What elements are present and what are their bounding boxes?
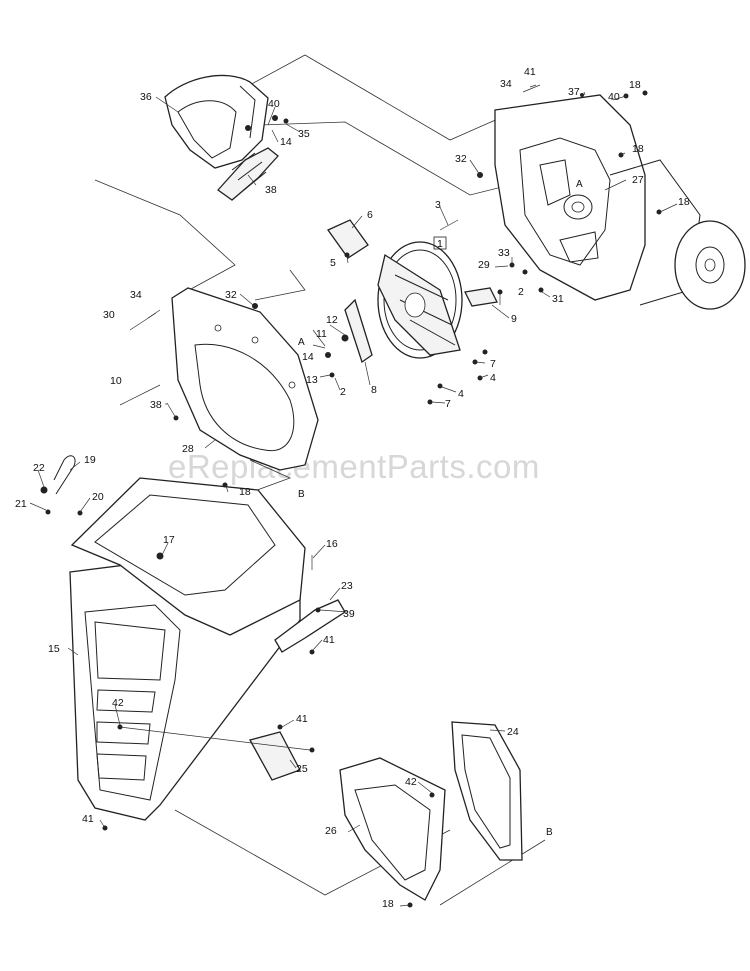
callout-24: 24 <box>507 726 519 738</box>
part-36-cover <box>164 74 269 169</box>
callout-41d: 41 <box>82 813 94 825</box>
callout-37: 37 <box>568 86 580 98</box>
callout-39: 39 <box>343 608 355 620</box>
callout-35: 35 <box>298 128 310 140</box>
callout-A-right: A <box>576 179 583 190</box>
callout-3: 3 <box>435 199 441 211</box>
callout-4a: 4 <box>490 372 496 384</box>
callout-41: 41 <box>524 66 536 78</box>
callout-25: 25 <box>296 763 308 775</box>
callout-14b: 14 <box>302 351 314 363</box>
callout-5: 5 <box>330 257 336 269</box>
callout-30: 30 <box>103 309 115 321</box>
callout-41c: 41 <box>296 713 308 725</box>
callout-B-top: B <box>298 489 305 500</box>
callout-28: 28 <box>182 443 194 455</box>
part-27-housing <box>494 94 746 310</box>
callout-9: 9 <box>511 313 517 325</box>
part-8-paddle <box>344 298 373 364</box>
callout-leaders <box>29 84 678 907</box>
callout-27: 27 <box>632 174 644 186</box>
callout-18b: 18 <box>632 143 644 155</box>
callout-40b: 40 <box>608 91 620 103</box>
callout-16: 16 <box>326 538 338 550</box>
part-26-chute <box>339 757 446 901</box>
callout-10: 10 <box>110 375 122 387</box>
callout-18a: 18 <box>629 79 641 91</box>
callout-31: 31 <box>552 293 564 305</box>
callout-6: 6 <box>367 209 373 221</box>
callout-18c: 18 <box>678 196 690 208</box>
callout-42b: 42 <box>405 776 417 788</box>
callout-41b: 41 <box>323 634 335 646</box>
callout-36: 36 <box>140 91 152 103</box>
callout-17: 17 <box>163 534 175 546</box>
callout-8: 8 <box>371 384 377 396</box>
callout-2b: 2 <box>340 386 346 398</box>
callout-11: 11 <box>316 328 327 340</box>
callout-7a: 7 <box>490 358 496 370</box>
part-1-impeller <box>377 241 463 359</box>
callout-32a: 32 <box>455 153 467 165</box>
callout-34b: 34 <box>130 289 142 301</box>
part-38-bracket <box>217 147 279 201</box>
part-9-plate <box>464 287 498 307</box>
callout-19: 19 <box>84 454 96 466</box>
part-28-housing <box>171 287 319 471</box>
callout-labels: 36 40 14 35 38 34 41 37 40 18 32 18 A 27… <box>15 66 690 910</box>
callout-1: 1 <box>437 238 443 250</box>
callout-13: 13 <box>306 374 318 386</box>
hardware-fasteners <box>40 84 662 908</box>
part-6-blade <box>327 219 369 259</box>
callout-22: 22 <box>33 462 45 474</box>
callout-18d: 18 <box>239 486 251 498</box>
callout-38b: 38 <box>150 399 162 411</box>
callout-18e: 18 <box>382 898 394 910</box>
callout-40: 40 <box>268 98 280 110</box>
callout-20: 20 <box>92 491 104 503</box>
callout-15: 15 <box>48 643 60 655</box>
callout-32b: 32 <box>225 289 237 301</box>
callout-A-left: A <box>298 337 305 348</box>
callout-21: 21 <box>15 498 27 510</box>
callout-38: 38 <box>265 184 277 196</box>
callout-14: 14 <box>280 136 292 148</box>
watermark: eReplacementParts.com <box>168 448 540 485</box>
part-24-gasket <box>451 721 523 861</box>
callout-29: 29 <box>478 259 490 271</box>
callout-26: 26 <box>325 825 337 837</box>
callout-33: 33 <box>498 247 510 259</box>
part-25-plate <box>249 731 301 781</box>
callout-12: 12 <box>326 314 338 326</box>
callout-4b: 4 <box>458 388 464 400</box>
callout-2a: 2 <box>518 286 524 298</box>
callout-23: 23 <box>341 580 353 592</box>
callout-34: 34 <box>500 78 512 90</box>
callout-42a: 42 <box>112 697 124 709</box>
callout-B-bottom: B <box>546 827 553 838</box>
callout-7b: 7 <box>445 398 451 410</box>
part-15-hopper <box>69 477 306 821</box>
